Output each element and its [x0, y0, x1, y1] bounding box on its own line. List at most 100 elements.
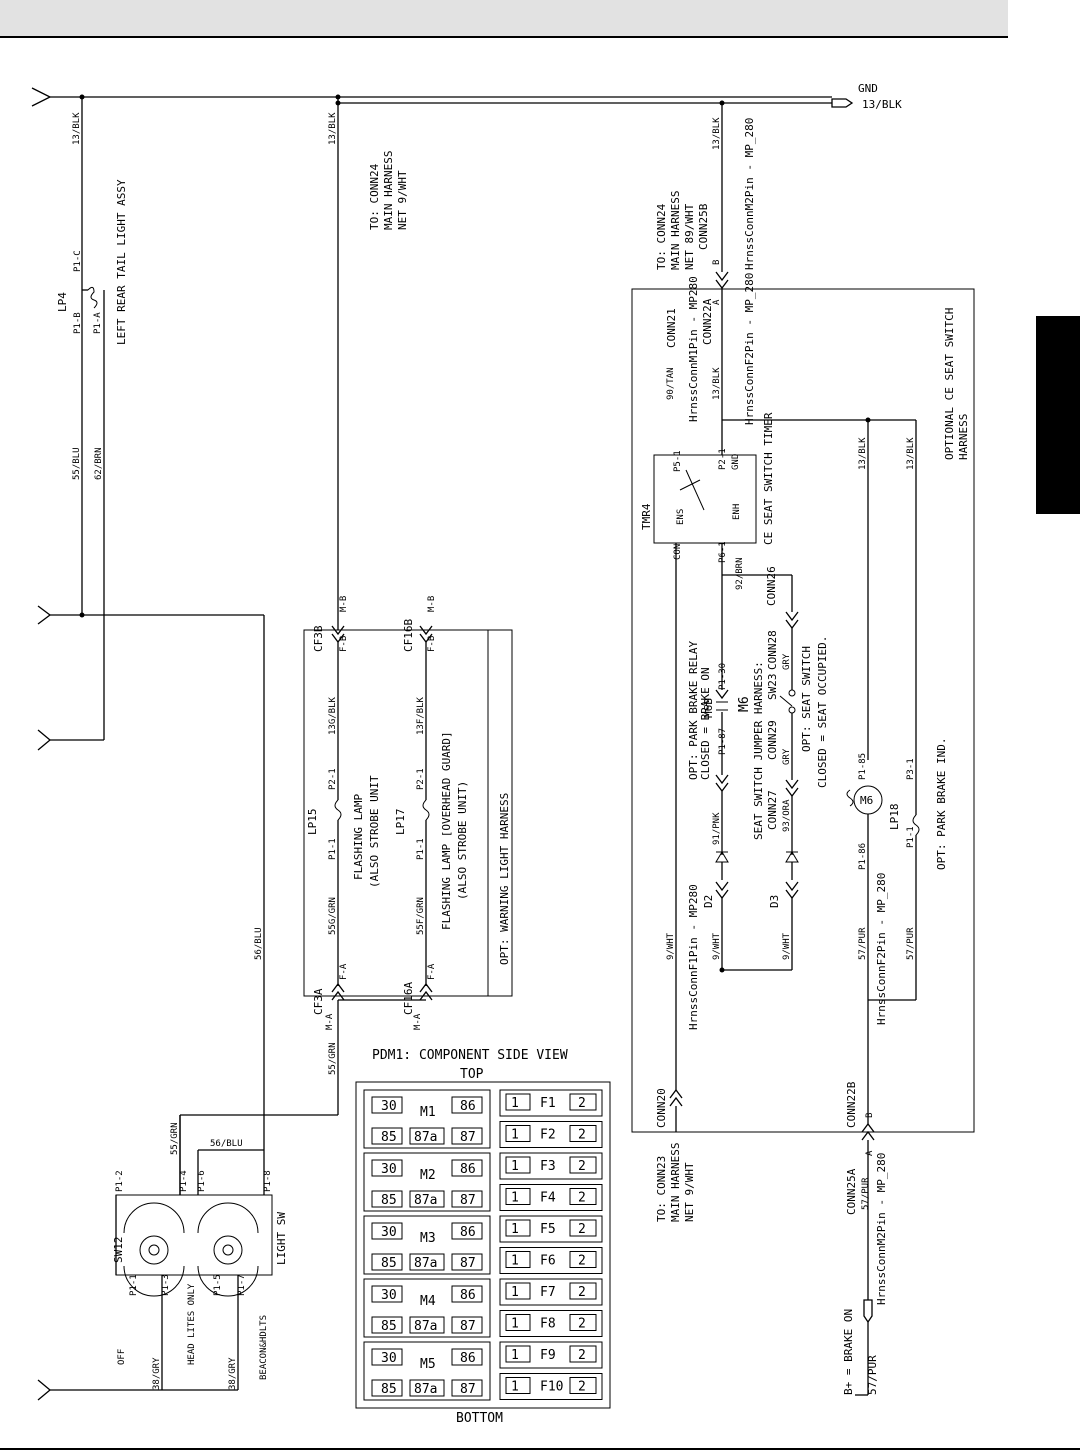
pdm-terminal-30-label: 30	[381, 1225, 397, 1240]
pdm-relay-M1	[363, 1089, 491, 1149]
svg-text:P1-30: P1-30	[718, 663, 728, 690]
svg-text:A: A	[865, 1150, 875, 1156]
pdm-terminal-30-label: 30	[381, 1288, 397, 1303]
pdm-fuse-pin-1-label: 1	[511, 1096, 519, 1111]
pdm-fuse-pin-2	[569, 1345, 597, 1363]
svg-text:BEACON&HDLTS: BEACON&HDLTS	[259, 1315, 269, 1380]
svg-text:P6-1: P6-1	[718, 541, 728, 563]
svg-text:OPT: PARK BRAKE RELAY: OPT: PARK BRAKE RELAY	[687, 641, 700, 780]
tmr4-name: CE SEAT SWITCH TIMER	[762, 412, 775, 545]
svg-text:M-B: M-B	[427, 596, 437, 612]
lp18-ref: LP18	[888, 804, 901, 831]
svg-text:M6B: M6B	[702, 698, 715, 718]
pdm-fuse-pin-2	[569, 1156, 597, 1174]
pdm-fuse-name: F9	[540, 1348, 556, 1363]
pdm-fuse-pin-1-label: 1	[511, 1285, 519, 1300]
page-header-bar	[0, 0, 1008, 38]
pdm-title: PDM1: COMPONENT SIDE VIEW	[372, 1048, 568, 1063]
pdm-relay-name: M3	[420, 1231, 436, 1246]
svg-text:OFF: OFF	[117, 1349, 127, 1365]
pdm-terminal-87	[451, 1127, 483, 1145]
svg-text:FLASHING LAMP: FLASHING LAMP	[352, 794, 365, 880]
pdm-relay-name: M2	[420, 1168, 436, 1183]
section-tab	[1036, 316, 1080, 514]
pdm-terminal-30	[371, 1285, 403, 1303]
pdm-terminal-87-label: 87	[460, 1319, 476, 1334]
pdm-terminal-86	[451, 1285, 483, 1303]
pdm-fuse-F2	[499, 1121, 603, 1148]
pdm-fuse-pin-1	[505, 1282, 531, 1300]
svg-text:38/GRY: 38/GRY	[228, 1357, 238, 1390]
svg-text:9/WHT: 9/WHT	[666, 932, 676, 960]
pdm-fuse-pin-1-label: 1	[511, 1128, 519, 1143]
svg-text:13/BLK: 13/BLK	[712, 367, 722, 400]
svg-text:TO: CONN24: TO: CONN24	[655, 203, 668, 270]
pdm-terminal-30-label: 30	[381, 1162, 397, 1177]
svg-text:CLOSED = SEAT OCCUPIED.: CLOSED = SEAT OCCUPIED.	[816, 636, 829, 788]
pdm-terminal-86-label: 86	[460, 1099, 476, 1114]
svg-text:P1-1: P1-1	[906, 826, 916, 848]
svg-text:38/GRY: 38/GRY	[152, 1357, 162, 1390]
pdm-fuse-pin-1	[505, 1377, 531, 1394]
pdm-fuse-pin-2	[569, 1251, 597, 1268]
pdm-fuse-pin-2-label: 2	[578, 1380, 586, 1395]
svg-text:NET 89/WHT: NET 89/WHT	[683, 203, 696, 270]
pdm-fuse-pin-1	[505, 1156, 531, 1174]
pdm-fuse-pin-2-label: 2	[578, 1348, 586, 1363]
pdm-fuse-pin-2	[569, 1093, 597, 1111]
lp4-tail-light	[37, 286, 265, 1150]
svg-text:NET 9/WHT: NET 9/WHT	[683, 1162, 696, 1222]
svg-text:FLASHING LAMP [OVERHEAD GUARD]: FLASHING LAMP [OVERHEAD GUARD]	[440, 731, 453, 930]
svg-text:CONN22A: CONN22A	[701, 298, 714, 345]
wire-13blk-right: 13/BLK	[712, 117, 722, 150]
pdm-fuse-name: F3	[540, 1159, 556, 1174]
pdm-fuse-pin-2	[569, 1282, 597, 1300]
pdm-relay-M4	[363, 1278, 491, 1338]
pdm-fuse-name: F4	[540, 1191, 556, 1206]
svg-text:GRY: GRY	[782, 748, 792, 765]
svg-text:ENH: ENH	[732, 504, 742, 520]
pdm-terminal-87a	[409, 1379, 445, 1397]
pdm-fuse-name: F5	[540, 1222, 556, 1237]
pdm-fuse-pin-2-label: 2	[578, 1222, 586, 1237]
pdm-terminal-86-label: 86	[460, 1225, 476, 1240]
svg-text:CONN25A: CONN25A	[845, 1168, 858, 1215]
pdm-fuse-pin-2	[569, 1377, 597, 1394]
pdm-fuse-pin-1-label: 1	[511, 1317, 519, 1332]
svg-text:P1-86: P1-86	[858, 843, 868, 870]
svg-text:NET 9/WHT: NET 9/WHT	[396, 170, 409, 230]
svg-text:HEAD LITES ONLY: HEAD LITES ONLY	[187, 1283, 197, 1365]
pdm-fuse-name: F1	[540, 1096, 556, 1111]
pdm-fuse-pin-1-label: 1	[511, 1159, 519, 1174]
sw12-ref: SW12	[112, 1237, 125, 1264]
warning-harness-label: OPT: WARNING LIGHT HARNESS	[498, 793, 511, 965]
svg-text:GND: GND	[731, 454, 741, 470]
svg-text:ENS: ENS	[676, 509, 686, 525]
pdm-fuse-pin-1-label: 1	[511, 1348, 519, 1363]
svg-text:M-A: M-A	[325, 1013, 335, 1030]
pdm-fuse-pin-2-label: 2	[578, 1317, 586, 1332]
pdm-terminal-85	[371, 1127, 403, 1145]
svg-text:13F/BLK: 13F/BLK	[416, 696, 426, 735]
lp18-desc: OPT: PARK BRAKE IND.	[935, 738, 948, 870]
svg-text:CON: CON	[673, 544, 683, 560]
svg-text:MAIN HARNESS: MAIN HARNESS	[382, 151, 395, 230]
pdm-fuse-name: F6	[540, 1254, 556, 1269]
pdm-terminal-87a	[409, 1253, 445, 1271]
pdm-terminal-87a-label: 87a	[414, 1193, 437, 1208]
svg-text:HrnssConnF2Pin - MP_280: HrnssConnF2Pin - MP_280	[875, 873, 888, 1025]
svg-text:P1-A: P1-A	[93, 312, 103, 334]
pdm-terminal-85-label: 85	[381, 1256, 397, 1271]
pdm-terminal-85-label: 85	[381, 1319, 397, 1334]
pdm-fuse-pin-1	[505, 1093, 531, 1111]
diode-d3: D3	[768, 895, 781, 908]
pdm-terminal-85	[371, 1316, 403, 1334]
pdm-terminal-86-label: 86	[460, 1351, 476, 1366]
svg-text:P1-87: P1-87	[718, 728, 728, 755]
svg-text:CONN21: CONN21	[665, 308, 678, 348]
lp4-name: LEFT REAR TAIL LIGHT ASSY	[115, 179, 128, 345]
pdm-fuse-F1	[499, 1089, 603, 1117]
pdm-fuse-pin-1	[505, 1314, 531, 1331]
svg-text:A: A	[712, 299, 722, 305]
pdm-relay-name: M1	[420, 1105, 436, 1120]
